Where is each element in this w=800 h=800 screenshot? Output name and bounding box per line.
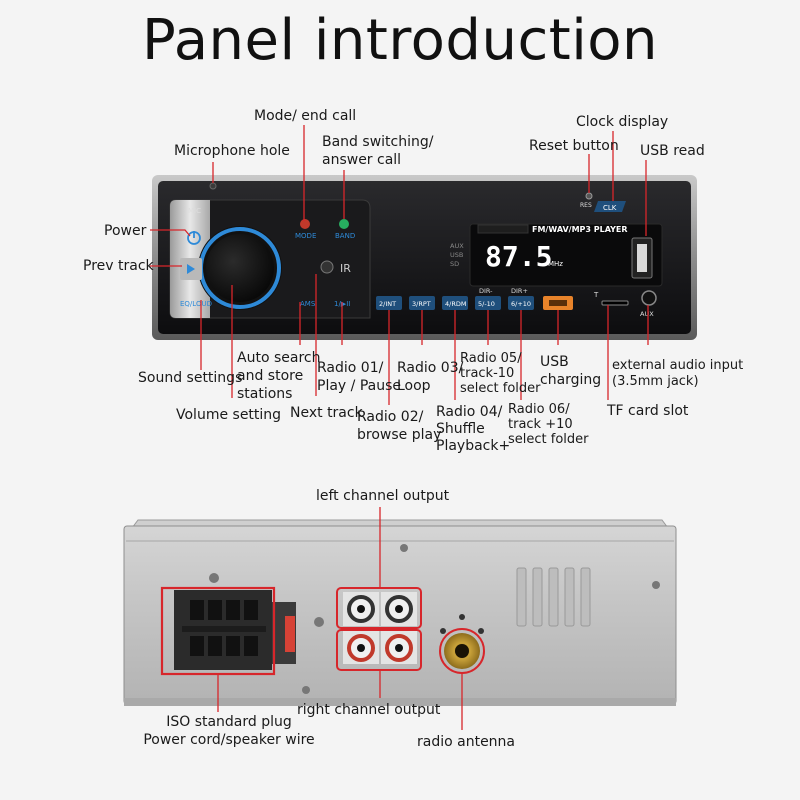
label-power: Power	[104, 223, 147, 239]
vent-slot-5	[580, 567, 591, 627]
label-iso-plug: ISO standard plug Power cord/speaker wir…	[143, 714, 315, 748]
callout-power	[150, 229, 191, 237]
label-mode-end-call: Mode/ end call	[254, 108, 357, 124]
usb-charging-port[interactable]	[543, 296, 573, 310]
label-tf-card-slot: TF card slot	[607, 403, 689, 419]
microphone-hole	[209, 182, 217, 190]
display-top-bar	[477, 224, 529, 234]
label-auto-search: Auto search and store stations	[237, 350, 321, 402]
page-title: Panel introduction	[141, 8, 659, 73]
radio-antenna-port[interactable]	[439, 628, 485, 674]
band-button[interactable]: BAND	[335, 219, 355, 240]
indicator-sd: SD	[450, 260, 459, 268]
clock-button[interactable]: CLK	[594, 201, 626, 212]
label-prev-track: Prev track	[83, 258, 154, 274]
preset-label-2: 2/INT	[379, 300, 396, 308]
tf-label: T	[593, 291, 599, 299]
preset-button-6[interactable]: 6/+10	[508, 296, 534, 310]
preset-label-6: 6/+10	[511, 300, 531, 308]
screw-hole-8	[478, 628, 484, 634]
band-label: BAND	[335, 232, 355, 240]
preset-label-4: 4/RDM	[445, 300, 466, 308]
label-radio-01: Radio 01/ Play / Pause	[317, 360, 401, 394]
preset-button-2[interactable]: 2/INT	[376, 296, 402, 310]
preset-label-5: 5/-10	[478, 300, 495, 308]
mode-label: MODE	[295, 232, 316, 240]
screw-hole-2	[314, 617, 324, 627]
front-callout-lines	[150, 125, 649, 405]
label-radio-04: Radio 04/ Shuffle Playback+	[436, 404, 511, 454]
vent-slot-2	[532, 567, 543, 627]
mic-label: MIC	[188, 207, 201, 215]
vent-slot-1	[516, 567, 527, 627]
left-output-outline	[336, 587, 422, 629]
right-output-outline	[336, 629, 422, 671]
svg-text:IR: IR	[340, 262, 351, 275]
label-radio-03: Radio 03/ Loop	[397, 360, 464, 394]
clk-label: CLK	[603, 204, 617, 212]
aux-jack-label: AUX	[640, 310, 654, 318]
volume-knob[interactable]	[198, 226, 282, 310]
back-callout-lines	[217, 507, 463, 730]
ams-button[interactable]: AMS	[300, 300, 316, 308]
label-radio-05: Radio 05/ track-10 select folder	[460, 351, 541, 396]
label-next-track: Next track	[290, 405, 363, 421]
aux-jack[interactable]	[641, 290, 657, 306]
ir-sensor: IR	[320, 260, 351, 275]
vent-slots	[516, 567, 591, 627]
display-window	[469, 223, 663, 287]
label-radio-02: Radio 02/ browse play	[357, 409, 442, 443]
eq-loud-label: EQ/LOUD	[180, 300, 212, 308]
indicator-usb: USB	[450, 251, 463, 259]
preset-button-4[interactable]: 4/RDM	[442, 296, 468, 310]
screw-hole-7	[440, 628, 446, 634]
screw-hole-5	[302, 686, 310, 694]
prev-track-button[interactable]	[180, 258, 202, 280]
res-label: RES	[580, 202, 592, 209]
reset-button[interactable]	[585, 192, 593, 200]
preset-label-3: 3/RPT	[412, 300, 431, 308]
dir-minus-label: DIR-	[479, 287, 493, 295]
screw-hole-4	[652, 581, 660, 589]
dir-plus-label: DIR+	[511, 287, 528, 295]
label-clock-display: Clock display	[576, 114, 669, 130]
preset-button-5[interactable]: 5/-10	[475, 296, 501, 310]
indicator-aux: AUX	[450, 242, 464, 250]
label-radio-antenna: radio antenna	[417, 734, 516, 750]
label-volume-setting: Volume setting	[176, 407, 282, 423]
label-external-audio: external audio input (3.5mm jack)	[612, 358, 744, 389]
vent-slot-3	[548, 567, 559, 627]
frequency-display: 87.5	[485, 240, 552, 273]
label-usb-read: USB read	[640, 143, 705, 159]
mode-button[interactable]: MODE	[295, 219, 316, 240]
label-reset-button: Reset button	[529, 138, 619, 154]
iso-plug-connector[interactable]	[174, 590, 296, 670]
screw-hole-3	[400, 544, 408, 552]
label-radio-06: Radio 06/ track +10 select folder	[508, 402, 589, 447]
frequency-unit: MHz	[548, 260, 563, 268]
screw-hole-6	[459, 614, 465, 620]
power-button[interactable]	[187, 231, 201, 245]
vent-slot-4	[564, 567, 575, 627]
label-microphone-hole: Microphone hole	[174, 143, 290, 159]
label-usb-charging: USB charging	[540, 354, 602, 388]
screw-hole-1	[209, 573, 219, 583]
label-band-switching: Band switching/ answer call	[322, 134, 434, 168]
display-player-text: FM/WAV/MP3 PLAYER	[532, 225, 628, 234]
label-sound-settings: Sound settings	[138, 370, 243, 386]
tf-card-slot[interactable]	[601, 300, 629, 306]
rca-outputs[interactable]	[343, 592, 417, 664]
preset-button-3[interactable]: 3/RPT	[409, 296, 435, 310]
back-panel-bottom-lip	[124, 698, 676, 706]
label-right-channel-output: right channel output	[297, 702, 441, 718]
usb-read-port[interactable]	[631, 237, 653, 279]
label-left-channel-output: left channel output	[316, 488, 450, 504]
